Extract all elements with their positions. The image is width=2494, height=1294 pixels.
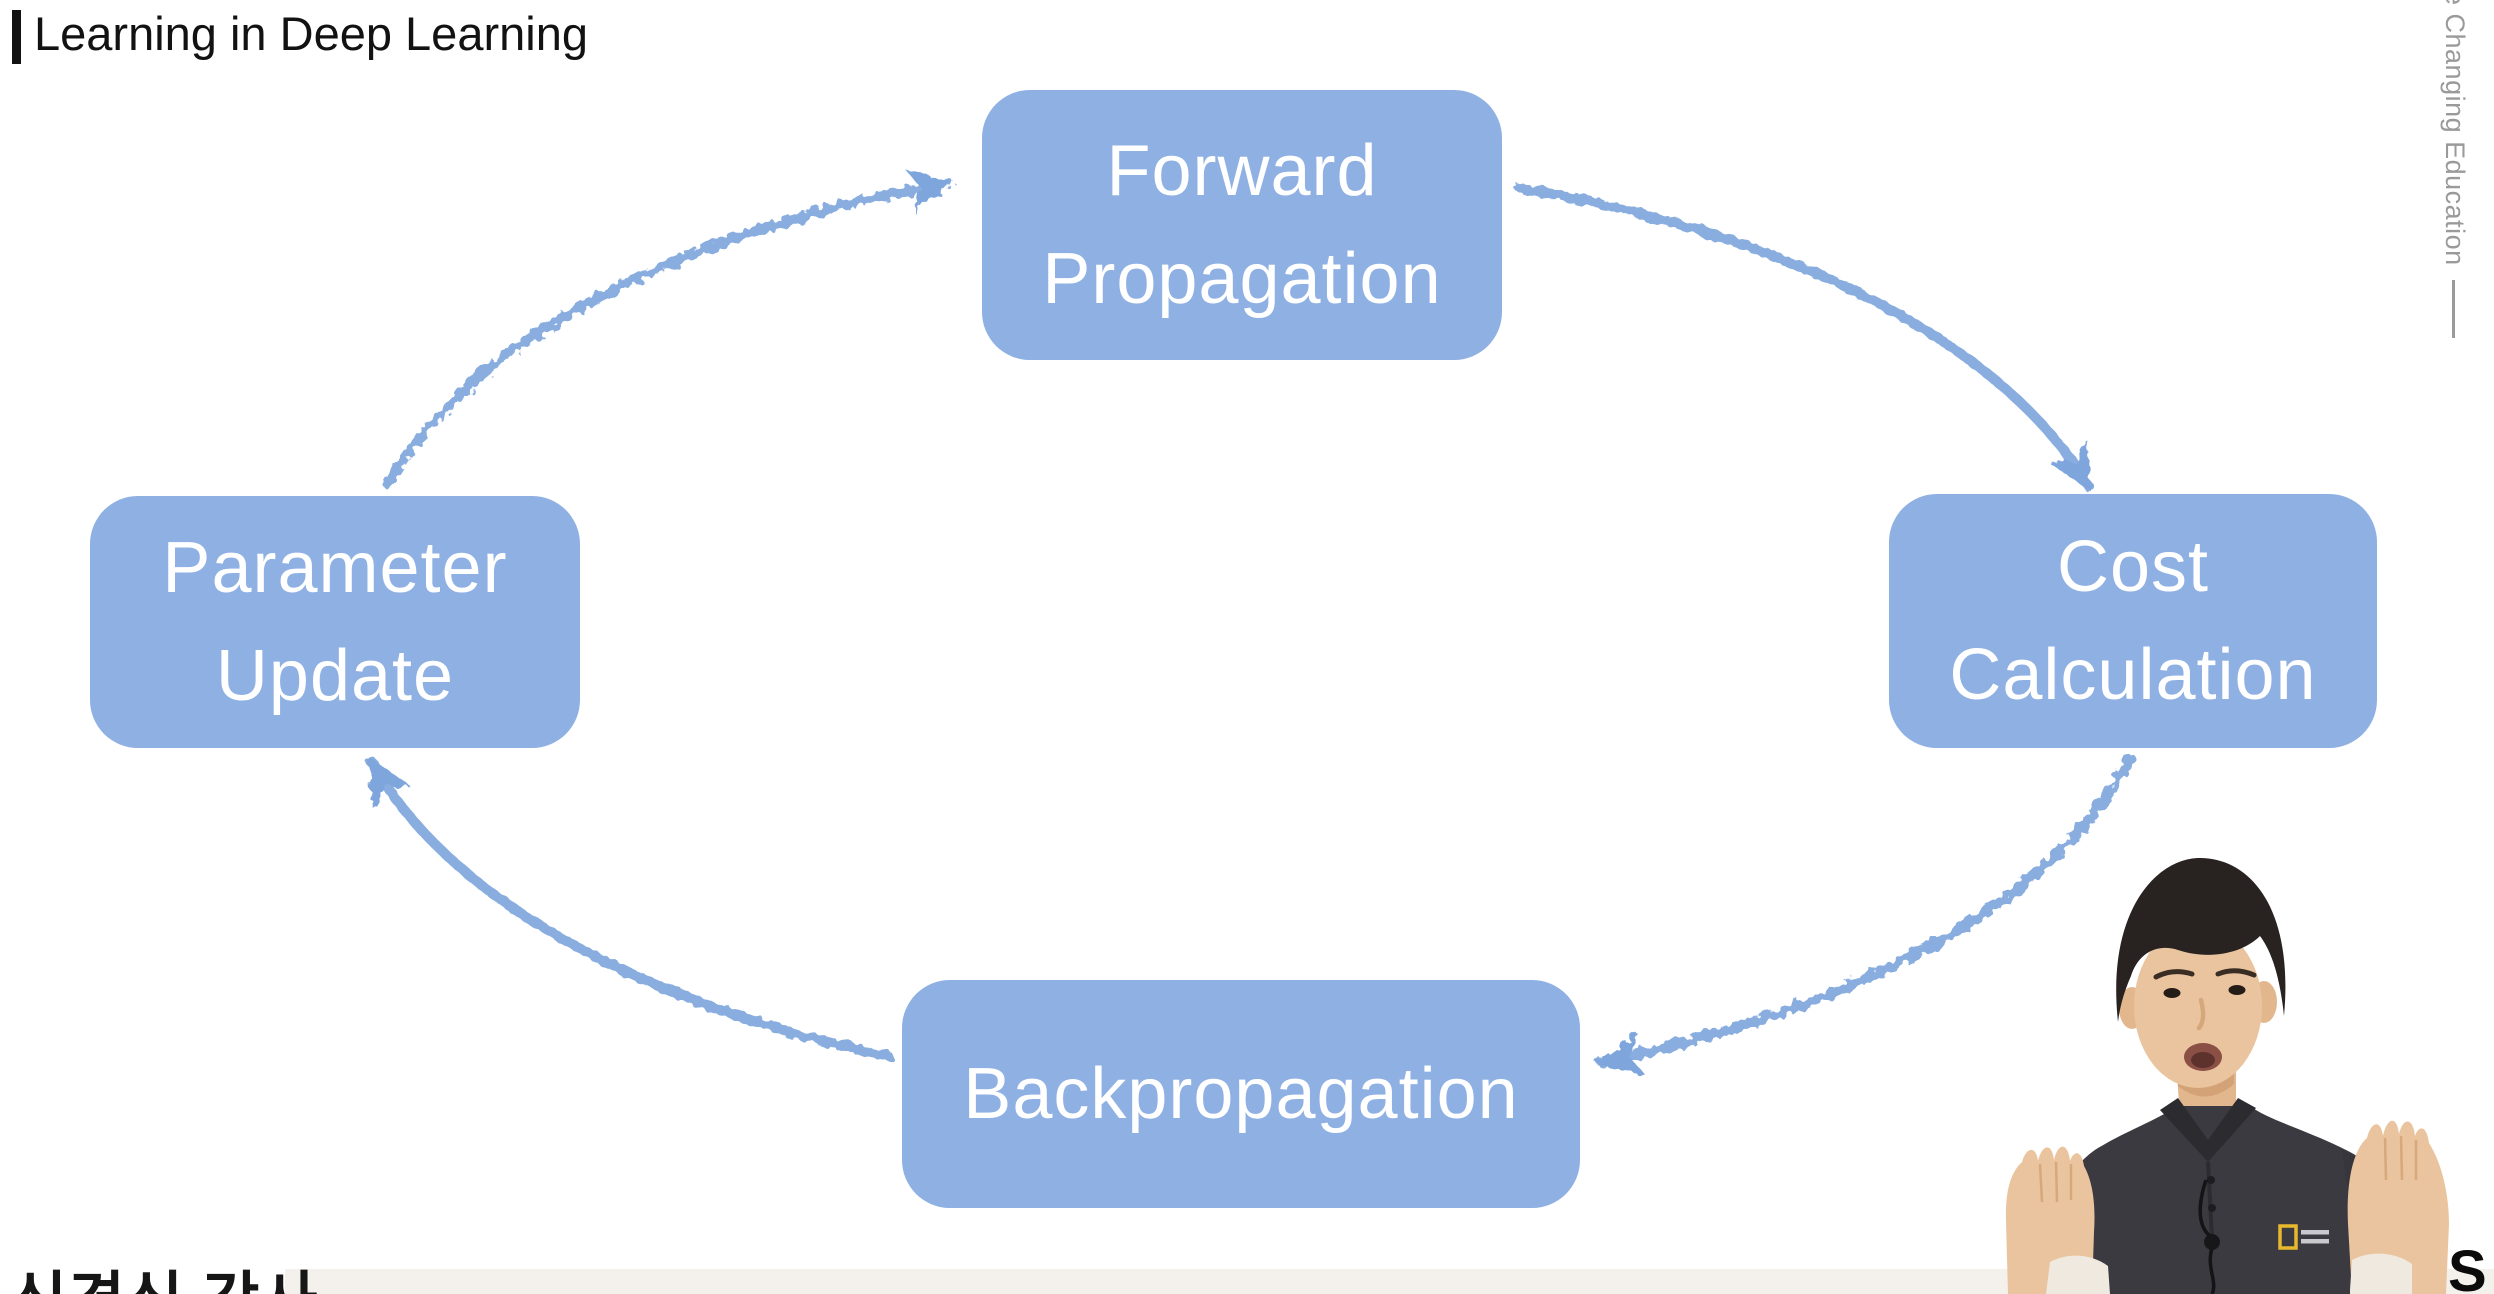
node-parameter-update: Parameter Update xyxy=(90,496,580,748)
node-cost-calculation: Cost Calculation xyxy=(1889,494,2377,748)
presenter-lapel-mic xyxy=(2204,1234,2220,1250)
instructor-red-period: . xyxy=(318,1267,336,1294)
presenter-mic-cable xyxy=(2198,1179,2216,1294)
watermark-letter: S xyxy=(2448,1239,2487,1294)
presenter-shirt-logo-text xyxy=(2301,1230,2329,1235)
presenter-collar xyxy=(2160,1098,2256,1162)
node-forward-propagation: Forward Propagation xyxy=(982,90,1502,360)
presenter-right-hand xyxy=(2347,1120,2449,1294)
presenter-placket xyxy=(2206,1161,2214,1239)
node-cost-calculation-label: Cost Calculation xyxy=(1949,527,2317,715)
presenter-button xyxy=(2207,1176,2215,1184)
presenter-right-hand-finger-lines xyxy=(2383,1135,2418,1181)
title-accent-bar xyxy=(12,10,21,64)
presenter-hair xyxy=(2116,858,2286,1022)
side-branding-text: e Changing Education xyxy=(2439,0,2470,338)
node-parameter-update-label: Parameter Update xyxy=(162,528,508,716)
node-backpropagation-label: Backpropagation xyxy=(963,1054,1519,1134)
presenter-nose xyxy=(2196,997,2206,1031)
presenter-left-hand-finger-lines xyxy=(2038,1161,2073,1203)
presenter-eye xyxy=(2163,988,2181,998)
arrow-update-to-forward xyxy=(383,168,955,489)
presenter-eyebrow xyxy=(2153,969,2195,980)
presenter-shirt-logo-frame xyxy=(2278,1224,2298,1250)
presenter-eyebrow xyxy=(2215,968,2257,978)
presenter-face xyxy=(2134,924,2262,1088)
node-forward-propagation-label: Forward Propagation xyxy=(1042,131,1442,319)
instructor-name: 신경식 강사 xyxy=(10,1267,318,1294)
page-title: Learning in Deep Learning xyxy=(34,7,588,60)
side-branding-label: e Changing Education xyxy=(2440,0,2470,266)
arrow-cost-to-backprop xyxy=(1595,753,2135,1076)
arrow-forward-to-cost xyxy=(1515,183,2093,492)
presenter-left-cuff xyxy=(2046,1255,2110,1294)
presenter-button xyxy=(2208,1204,2216,1212)
presenter-shirt xyxy=(2042,1106,2412,1294)
instructor-credit: 신경식 강사. xyxy=(10,1250,337,1294)
presenter-mouth-inner xyxy=(2191,1052,2215,1068)
presenter-right-cuff xyxy=(2350,1253,2412,1294)
side-branding-rule xyxy=(2451,279,2455,338)
arrow-backprop-to-update xyxy=(367,756,893,1061)
presenter-video-overlay xyxy=(2005,858,2449,1294)
node-backpropagation: Backpropagation xyxy=(902,980,1580,1208)
presenter-eye xyxy=(2228,985,2246,995)
presenter-shirt-logo-text xyxy=(2301,1239,2329,1244)
